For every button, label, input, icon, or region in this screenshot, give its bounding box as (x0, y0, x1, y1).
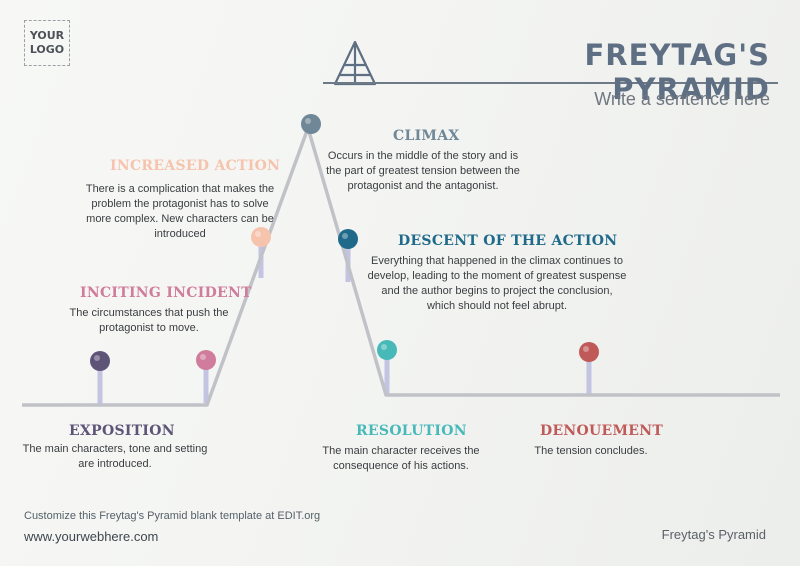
stage-markers (90, 114, 599, 371)
logo-line-1: YOUR (29, 29, 65, 42)
resolution-marker-highlight (381, 344, 387, 350)
footer-caption: Freytag's Pyramid (661, 527, 766, 542)
logo-placeholder: YOUR LOGO (24, 20, 70, 66)
page-title: FREYTAG'S PYRAMID (584, 38, 770, 106)
descent-marker-highlight (342, 233, 348, 239)
inciting-incident-heading: INCITING INCIDENT (80, 285, 252, 301)
page-subtitle: Write a sentence here (594, 89, 770, 109)
denouement-description: The tension concludes. (534, 445, 648, 457)
inciting-marker-highlight (200, 354, 206, 360)
inciting-incident-description: The circumstances that push the protagon… (69, 307, 229, 334)
resolution-description: The main character receives the conseque… (322, 445, 480, 472)
increased-action-heading: INCREASED ACTION (110, 158, 281, 174)
exposition-marker-highlight (94, 355, 100, 361)
exposition-heading: EXPOSITION (69, 423, 175, 439)
increased-action-description: There is a complication that makes the p… (85, 183, 275, 240)
increased-marker (251, 227, 271, 247)
resolution-marker (377, 340, 397, 360)
exposition-marker (90, 351, 110, 371)
footer-note: Customize this Freytag's Pyramid blank t… (24, 510, 321, 522)
climax-marker (301, 114, 321, 134)
pyramid-icon (333, 40, 377, 86)
denouement-marker (579, 342, 599, 362)
climax-description: Occurs in the middle of the story and is… (326, 150, 520, 192)
descent-heading: DESCENT OF THE ACTION (398, 233, 618, 249)
exposition-description: The main characters, tone and setting ar… (22, 443, 208, 470)
footer-url[interactable]: www.yourwebhere.com (24, 529, 159, 544)
climax-marker-highlight (305, 118, 311, 124)
resolution-heading: RESOLUTION (356, 423, 467, 439)
denouement-heading: DENOUEMENT (540, 423, 664, 439)
climax-heading: CLIMAX (393, 128, 460, 144)
logo-line-2: LOGO (29, 43, 65, 56)
denouement-marker-highlight (583, 346, 589, 352)
descent-marker (338, 229, 358, 249)
descent-description: Everything that happened in the climax c… (367, 255, 627, 312)
inciting-marker (196, 350, 216, 370)
increased-marker-highlight (255, 231, 261, 237)
